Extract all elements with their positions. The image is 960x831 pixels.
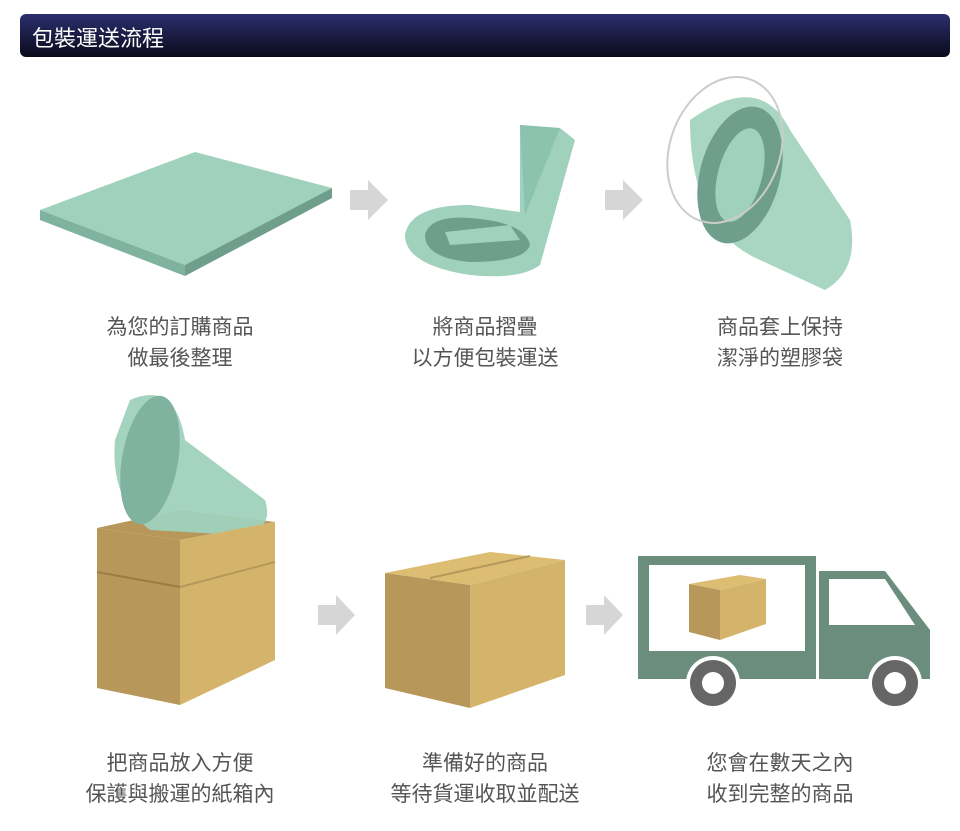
closed-box-illustration	[385, 552, 565, 708]
boxing-illustration	[96, 395, 276, 705]
wheel-icon	[868, 656, 922, 710]
step-6-caption: 您會在數天之內 收到完整的商品	[650, 748, 910, 810]
caption-line: 商品套上保持	[717, 315, 843, 339]
wheel-icon	[686, 656, 740, 710]
page-header: 包裝運送流程	[20, 14, 950, 57]
caption-line: 收到完整的商品	[706, 782, 854, 806]
caption-line: 保護與搬運的紙箱內	[85, 782, 275, 806]
step-2-caption: 將商品摺疊 以方便包裝運送	[355, 312, 615, 374]
page-title: 包裝運送流程	[32, 27, 165, 52]
caption-line: 潔淨的塑膠袋	[717, 346, 843, 370]
caption-line: 等待貨運收取並配送	[390, 782, 580, 806]
caption-line: 以方便包裝運送	[411, 346, 559, 370]
step-5-caption: 準備好的商品 等待貨運收取並配送	[355, 748, 615, 810]
bagged-mat-illustration	[666, 76, 853, 290]
arrow-right-icon	[586, 595, 623, 635]
arrow-right-icon	[318, 595, 355, 635]
step-3-caption: 商品套上保持 潔淨的塑膠袋	[650, 312, 910, 374]
step-1-caption: 為您的訂購商品 做最後整理	[50, 312, 310, 374]
caption-line: 準備好的商品	[422, 751, 548, 775]
caption-line: 將商品摺疊	[432, 315, 538, 339]
arrow-right-icon	[350, 180, 388, 220]
caption-line: 您會在數天之內	[706, 751, 854, 775]
folded-mat-illustration	[405, 125, 575, 277]
arrow-icons	[318, 180, 643, 635]
caption-line: 把商品放入方便	[106, 751, 254, 775]
caption-line: 為您的訂購商品	[106, 315, 254, 339]
step-4-caption: 把商品放入方便 保護與搬運的紙箱內	[50, 748, 310, 810]
flat-mat-illustration	[40, 152, 332, 276]
arrow-right-icon	[605, 180, 643, 220]
delivery-truck-illustration	[638, 556, 930, 710]
caption-line: 做最後整理	[127, 346, 233, 370]
